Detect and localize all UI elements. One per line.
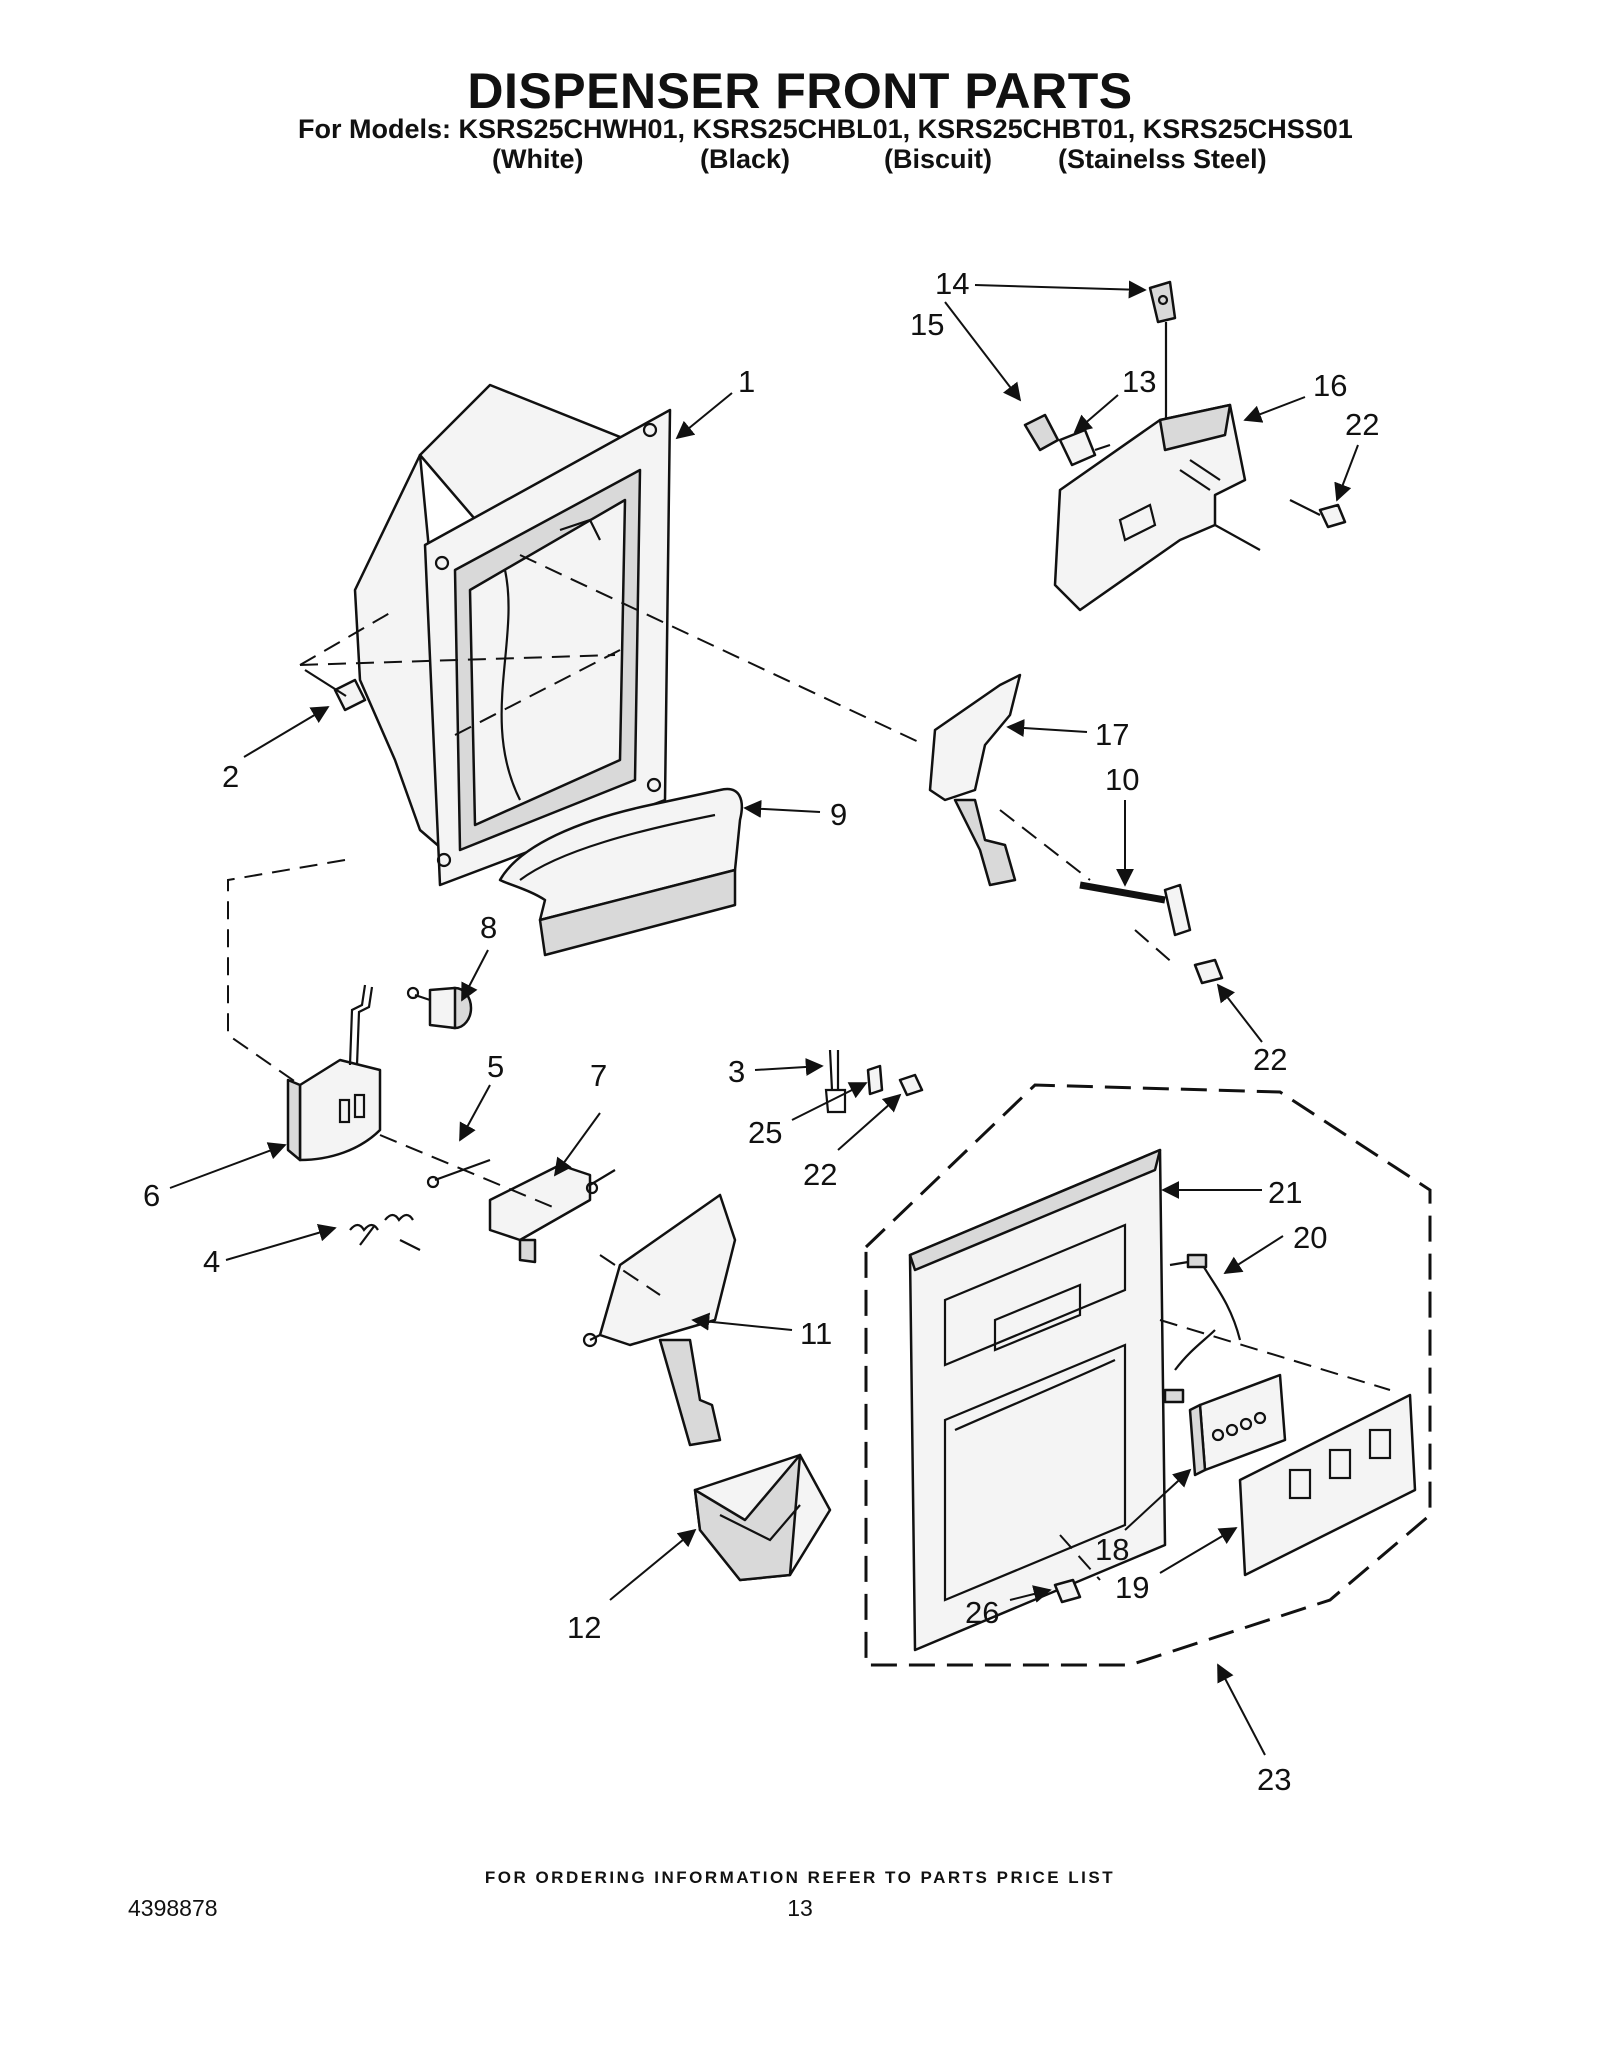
callout-15: 15 [910, 307, 944, 342]
callout-16: 16 [1313, 368, 1347, 403]
part-19-control-panel [1238, 1393, 1417, 1577]
part-16-lamp [1023, 413, 1060, 452]
page-title: DISPENSER FRONT PARTS [467, 63, 1133, 119]
callout-4: 4 [203, 1244, 220, 1279]
part-18-control-board [1188, 1373, 1287, 1477]
callout-19: 19 [1115, 1570, 1149, 1605]
part-22-screw-upper [1289, 499, 1347, 529]
part-2-screw [304, 669, 367, 712]
ordering-note: FOR ORDERING INFORMATION REFER TO PARTS … [484, 1868, 1116, 1887]
callout-2: 2 [222, 759, 239, 794]
variant-stainless: (Stainelss Steel) [1058, 144, 1267, 174]
document-number: 4398878 [128, 1895, 218, 1921]
assembly-lines [227, 554, 1432, 1667]
callout-25: 25 [748, 1115, 782, 1150]
callout-9: 9 [830, 797, 847, 832]
part-10-rod [1079, 881, 1192, 937]
page-number: 13 [787, 1895, 813, 1921]
callout-3: 3 [728, 1054, 745, 1089]
part-6-switch-box [286, 984, 382, 1162]
part-4-spring [349, 1213, 421, 1251]
callout-6: 6 [143, 1178, 160, 1213]
part-12-drip-tray [693, 1453, 832, 1582]
part-3-clip [824, 1049, 847, 1114]
callout-8: 8 [480, 910, 497, 945]
part-22-screw-right [1193, 958, 1224, 985]
part-9-chute-cover [498, 787, 744, 957]
callout-17: 17 [1095, 717, 1129, 752]
part-20-wire-harness [1163, 1253, 1242, 1404]
part-13-socket [1058, 428, 1111, 467]
part-17-ice-lever [928, 673, 1022, 887]
callout-1: 1 [738, 364, 755, 399]
callout-20: 20 [1293, 1220, 1327, 1255]
callout-18: 18 [1095, 1532, 1129, 1567]
part-5-pin [426, 1158, 491, 1189]
part-7-actuator [488, 1163, 616, 1264]
callout-10: 10 [1105, 762, 1139, 797]
variant-black: (Black) [700, 144, 791, 174]
callout-12: 12 [567, 1610, 601, 1645]
callout-26: 26 [965, 1595, 999, 1630]
callout-5: 5 [487, 1049, 504, 1084]
models-line: For Models: KSRS25CHWH01, KSRS25CHBL01, … [298, 114, 1353, 144]
part-8-solenoid [406, 986, 473, 1030]
leader-lines [169, 280, 1359, 1756]
callout-21: 21 [1268, 1175, 1302, 1210]
callout-13: 13 [1122, 364, 1156, 399]
callout-7: 7 [590, 1058, 607, 1093]
part-22-screw-center [898, 1073, 924, 1097]
callout-numbers: 1 2 3 4 5 6 7 8 9 10 11 12 13 14 15 16 1… [143, 266, 1379, 1797]
variant-biscuit: (Biscuit) [884, 144, 992, 174]
callout-22-upper: 22 [1345, 407, 1379, 442]
variant-white: (White) [492, 144, 584, 174]
part-26-screw [1053, 1578, 1082, 1604]
part-25-bracket [866, 1064, 884, 1096]
callout-22-right: 22 [1253, 1042, 1287, 1077]
part-15-upper-housing [1053, 403, 1261, 612]
part-11-water-paddle [582, 1193, 737, 1447]
callout-11: 11 [800, 1316, 832, 1351]
callout-14: 14 [935, 266, 969, 301]
part-14-clip [1148, 280, 1177, 420]
part-21-front-panel [908, 1148, 1167, 1652]
callout-22-center: 22 [803, 1157, 837, 1192]
part-1-dispenser-housing [353, 383, 672, 887]
callout-23: 23 [1257, 1762, 1291, 1797]
